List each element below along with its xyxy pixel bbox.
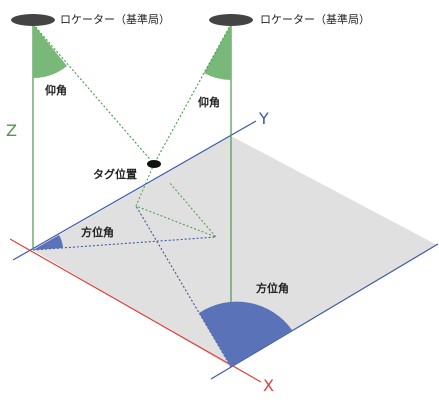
tag-floor-projection — [135, 163, 217, 238]
large-azimuth-wedge — [199, 301, 292, 367]
left-elevation-wedge — [33, 24, 67, 79]
large-azimuth-label: 方位角 — [256, 281, 289, 295]
small-azimuth-wedge — [33, 235, 63, 250]
x-axis-label: X — [263, 376, 274, 395]
right-locator-label: ロケーター（基準局） — [260, 12, 370, 26]
x-axis-line — [9, 238, 262, 383]
left-elevation-label: 仰角 — [45, 83, 67, 97]
right-elevation-wedge — [204, 24, 231, 80]
tag-icon — [147, 160, 161, 168]
y-axis-line — [12, 120, 257, 261]
floor-right-edge — [210, 243, 439, 380]
left-azimuth-line — [32, 236, 217, 251]
right-locator-to-tag-line — [153, 23, 232, 165]
right-azimuth-line — [135, 205, 232, 368]
tag-position-label: タグ位置 — [93, 167, 137, 181]
left-locator-label: ロケーター（基準局） — [60, 12, 170, 26]
small-azimuth-label: 方位角 — [81, 225, 114, 239]
z-axis-label: Z — [6, 121, 17, 140]
left-locator-to-tag-line — [32, 23, 155, 165]
left-locator-icon — [11, 14, 55, 26]
right-locator-icon — [209, 14, 253, 26]
right-elevation-label: 仰角 — [198, 95, 220, 109]
y-axis-label: Y — [258, 109, 269, 128]
